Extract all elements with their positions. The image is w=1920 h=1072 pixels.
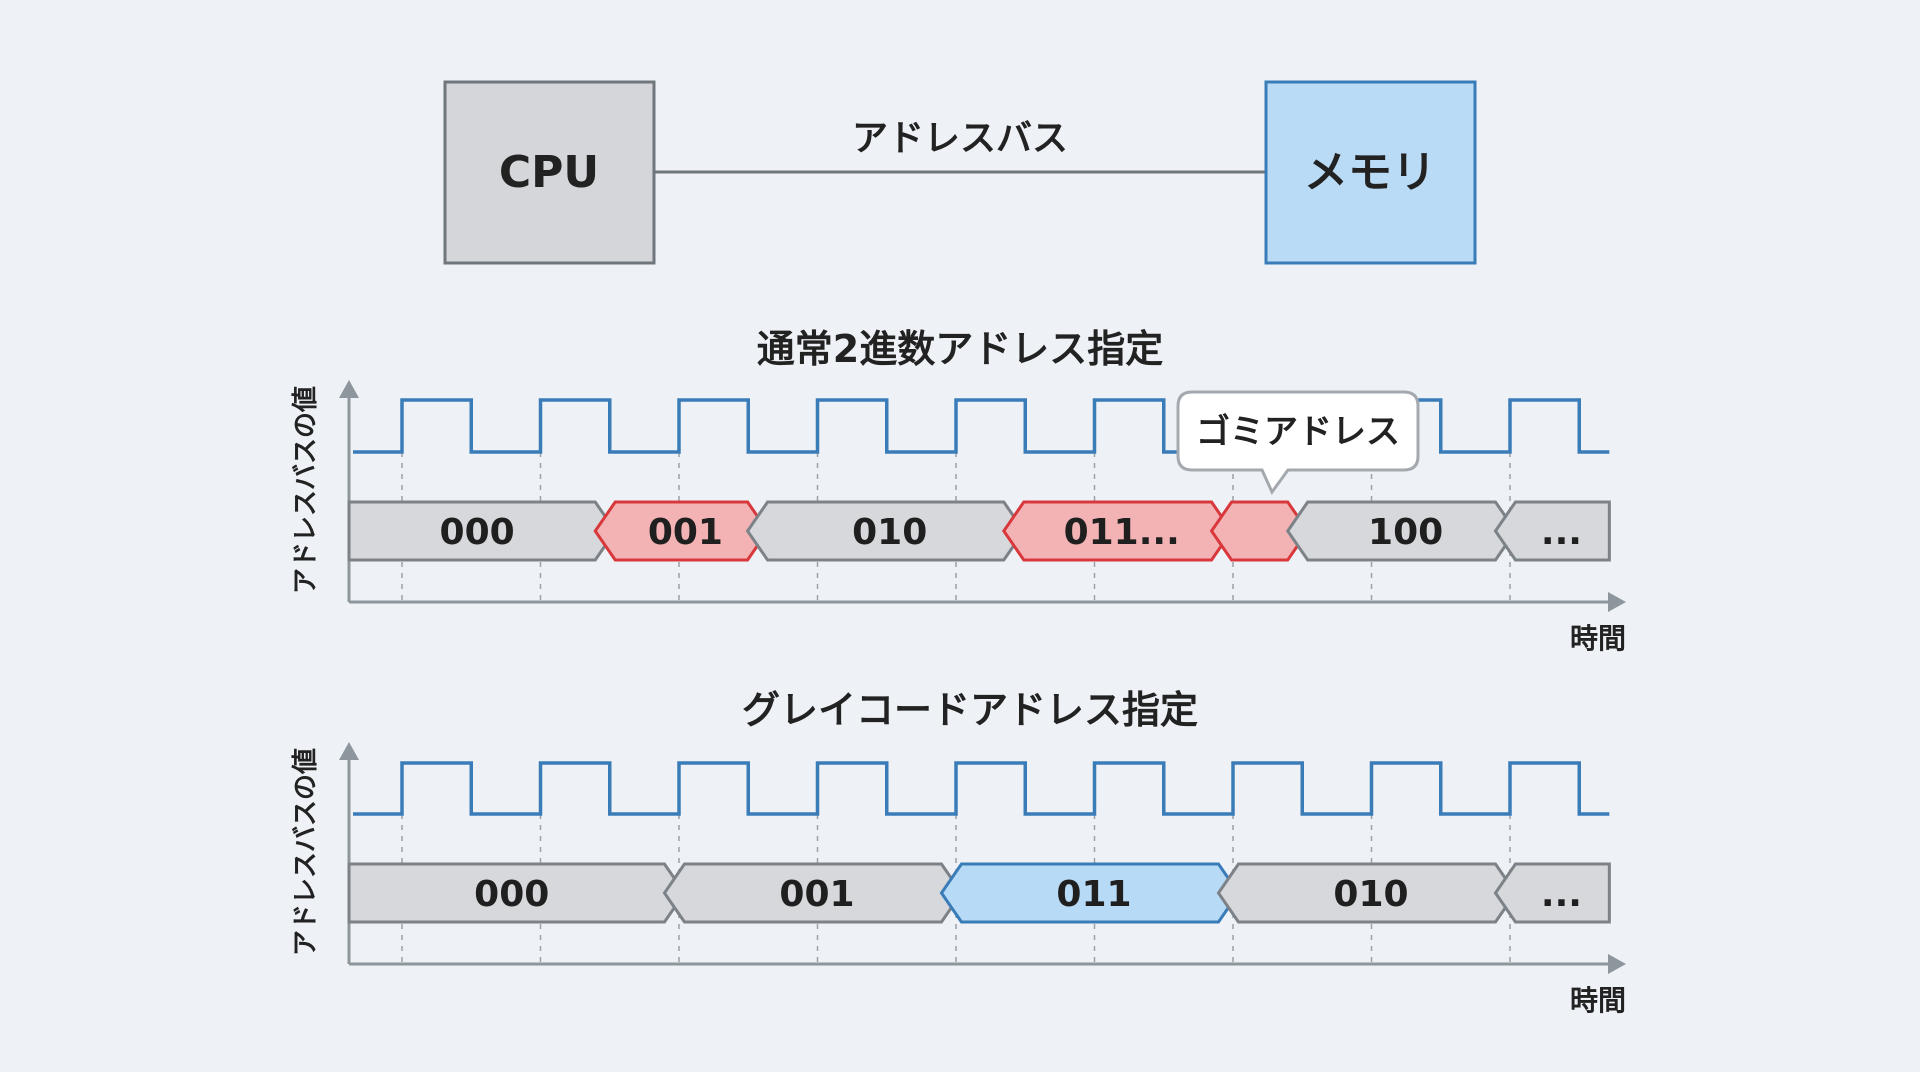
binary-panel-title: 通常2進数アドレス指定 [757, 327, 1163, 371]
callout-label: ゴミアドレス [1196, 412, 1400, 452]
glitch-address-segment [1209, 500, 1310, 562]
gray-code-panel-title: グレイコードアドレス指定 [742, 688, 1198, 732]
address-segment [1285, 500, 1518, 562]
segment-value-label: 000 [474, 874, 549, 915]
gray-code-panel: グレイコードアドレス指定 アドレスバスの値 時間 000 001 011 010... [291, 688, 1626, 1017]
gray-code-x-axis-label: 時間 [1570, 984, 1626, 1017]
segment-value-label: ... [1541, 512, 1582, 553]
binary-panel-marks: 000 001 010 011... 100... ゴミアドレス [339, 380, 1626, 612]
segment-value-label: 100 [1368, 512, 1443, 553]
y-axis-arrow-icon [339, 742, 359, 760]
x-axis-arrow-icon [1608, 592, 1626, 612]
gray-code-panel-marks: 000 001 011 010... [339, 742, 1626, 974]
garbage-address-callout: ゴミアドレス [1176, 390, 1420, 495]
segment-value-label: 010 [852, 512, 927, 553]
binary-panel: 通常2進数アドレス指定 アドレスバスの値 時間 000 001 010 011... 1… [291, 327, 1626, 655]
segment-value-label: 011 [1056, 874, 1131, 915]
address-segment [662, 862, 964, 924]
gray-code-y-axis-label: アドレスバスの値 [291, 748, 321, 956]
clock-signal [353, 761, 1610, 816]
glitch-address-segment [593, 500, 770, 562]
segment-value-label: 000 [440, 512, 515, 553]
y-axis-arrow-icon [339, 380, 359, 398]
cpu-label: CPU [499, 147, 599, 198]
address-segment [1216, 862, 1518, 924]
callout-bubble [1176, 390, 1420, 495]
cpu-box [443, 80, 656, 265]
clock-signal [353, 398, 1610, 454]
memory-box [1264, 80, 1477, 265]
segment-value-label: 010 [1333, 874, 1408, 915]
address-segment [745, 500, 1026, 562]
memory-label: メモリ [1304, 147, 1436, 198]
binary-x-axis-label: 時間 [1570, 622, 1626, 655]
address-segment [1493, 500, 1611, 562]
segment-value-label: 001 [648, 512, 723, 553]
segment-value-label: ... [1541, 874, 1582, 915]
glitch-address-segment [1001, 500, 1234, 562]
segment-value-label: 001 [779, 874, 854, 915]
highlighted-address-segment [939, 862, 1241, 924]
binary-y-axis-label: アドレスバスの値 [291, 386, 321, 594]
x-axis-arrow-icon [1608, 954, 1626, 974]
address-bus-label: アドレスバス [852, 118, 1068, 159]
address-segment [1493, 862, 1611, 924]
segment-value-label: 011... [1064, 512, 1180, 553]
block-diagram: CPU アドレスバス メモリ [443, 80, 1477, 265]
